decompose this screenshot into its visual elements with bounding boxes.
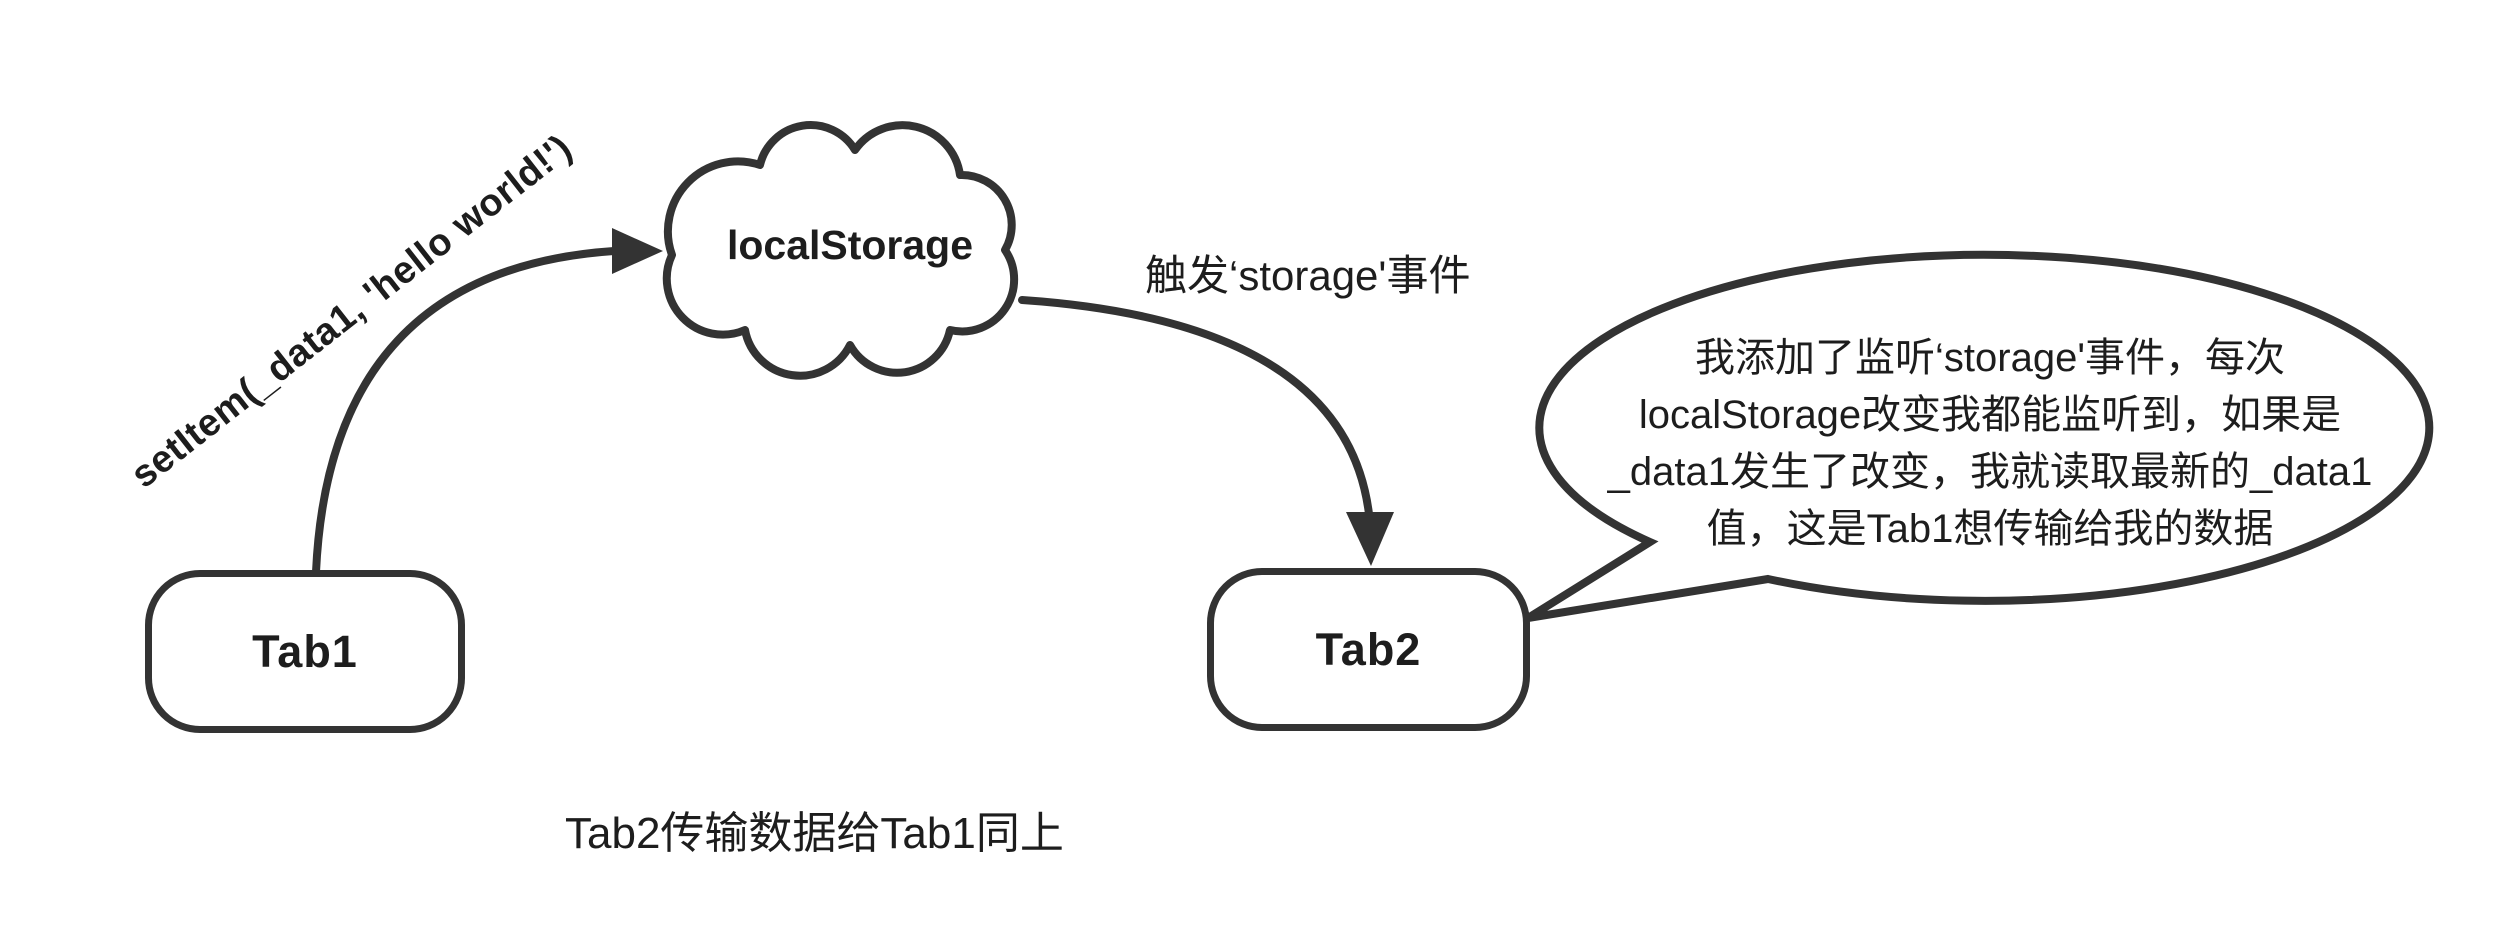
localstorage-to-tab2-arrow-line xyxy=(1018,296,1373,518)
cloud-shape xyxy=(662,121,1019,380)
localstorage-cloud-label: localStorage xyxy=(726,222,974,268)
speech-bubble-line: localStorage改变我都能监听到，如果是 xyxy=(1638,393,2342,437)
speech-bubble-text: 我添加了监听‘storage'事件，每次 localStorage改变我都能监听… xyxy=(1540,330,2440,558)
speech-bubble-line: 我添加了监听‘storage'事件，每次 xyxy=(1695,336,2285,380)
speech-bubble-line: _data1发生了改变，我就读取最新的_data1 xyxy=(1607,450,2373,494)
tab1-to-localstorage-arrowhead xyxy=(612,228,663,274)
tab1-to-localstorage-arrow-line xyxy=(312,247,618,576)
bottom-caption: Tab2传输数据给Tab1同上 xyxy=(565,809,1064,858)
speech-bubble-shape xyxy=(1508,250,2434,626)
tab1-node-label: Tab1 xyxy=(252,625,358,677)
tab1-node: Tab1 xyxy=(145,570,465,733)
tab2-node-label: Tab2 xyxy=(1315,623,1422,675)
storage-event-edge-label: 触发‘storage'事件 xyxy=(1145,252,1471,299)
tab2-node: Tab2 xyxy=(1207,568,1530,731)
localstorage-to-tab2-arrowhead xyxy=(1346,512,1394,566)
speech-bubble-line: 值，这是Tab1想传输给我的数据 xyxy=(1706,507,2274,551)
